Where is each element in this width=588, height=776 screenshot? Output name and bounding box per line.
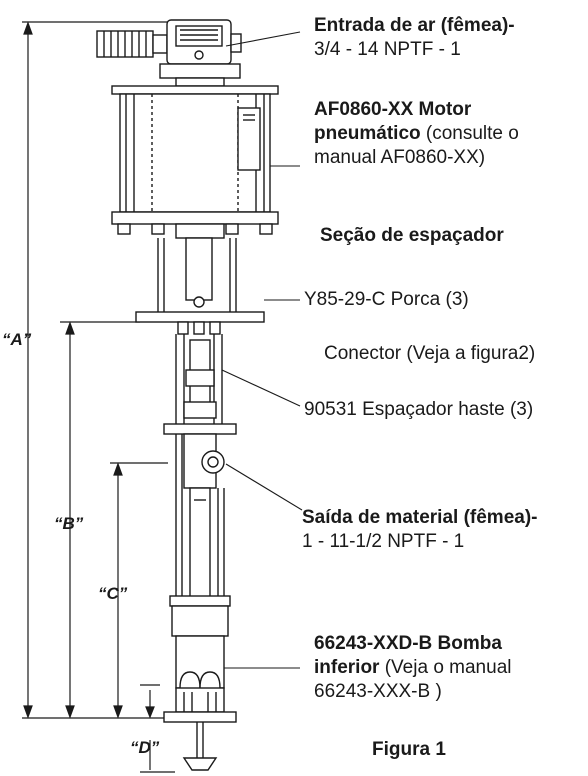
air-motor-manual: manual AF0860-XX) bbox=[314, 147, 486, 168]
dimension-lines bbox=[22, 21, 185, 773]
lower-pump-title: 66243-XXD-B Bomba bbox=[314, 633, 502, 654]
figure-caption: Figura 1 bbox=[372, 739, 446, 760]
lower-pump-title-2: inferior bbox=[314, 657, 380, 678]
air-inlet-title: Entrada de ar (fêmea)- bbox=[314, 15, 515, 36]
air-motor-line2: pneumático (consulte o bbox=[314, 122, 519, 146]
air-inlet-spec: 3/4 - 14 NPTF - 1 bbox=[314, 39, 461, 60]
tie-rods-and-connector bbox=[163, 334, 237, 435]
outlet-and-tubes bbox=[169, 433, 231, 607]
lower-pump-line2: inferior (Veja o manual bbox=[314, 656, 511, 680]
dimension-d-label: “D” bbox=[130, 738, 160, 757]
air-motor-note: (consulte o bbox=[420, 123, 519, 144]
dimension-a-label: “A” bbox=[2, 330, 32, 349]
spacer-rod-label: 90531 Espaçador haste (3) bbox=[304, 399, 534, 420]
material-outlet-spec: 1 - 11-1/2 NPTF - 1 bbox=[302, 531, 465, 552]
air-motor-title: AF0860-XX Motor bbox=[314, 99, 472, 120]
spacer-section-title: Seção de espaçador bbox=[320, 225, 504, 246]
lower-pump-note: (Veja o manual bbox=[379, 657, 512, 678]
air-motor-title-2: pneumático bbox=[314, 123, 421, 144]
leader-lines bbox=[221, 31, 303, 669]
air-inlet-assembly bbox=[96, 19, 242, 87]
lower-pump-manual: 66243-XXX-B ) bbox=[314, 681, 442, 702]
material-outlet-title: Saída de material (fêmea)- bbox=[302, 507, 538, 528]
nut-label: Y85-29-C Porca (3) bbox=[304, 289, 469, 310]
dimension-b-label: “B” bbox=[54, 514, 84, 533]
air-motor bbox=[111, 85, 279, 239]
spacer-section bbox=[135, 237, 265, 335]
dimension-c-label: “C” bbox=[98, 584, 128, 603]
connector-label: Conector (Veja a figura2) bbox=[324, 343, 536, 364]
lower-pump bbox=[163, 605, 237, 771]
